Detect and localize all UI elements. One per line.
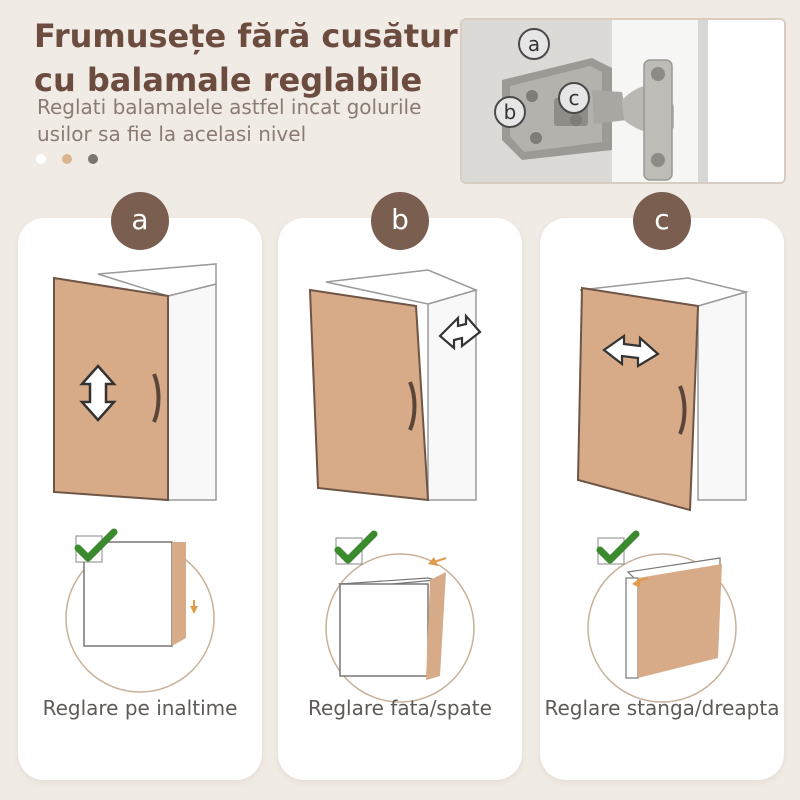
detail-circle [325,530,475,703]
card-depth-adjust: b Reglare fata/spate [278,192,522,780]
label-a: a [518,28,550,60]
caption-height: Reglare pe inaltime [42,696,238,720]
card-height-adjust: a Reglare pe inaltime [18,192,262,780]
swatch-oak [62,154,72,164]
check-icon [596,530,640,564]
cabinet-illustration [308,269,482,502]
cabinet-illustration [53,263,217,502]
swatch-white [36,154,46,164]
subtitle-line-1: Reglati balamalele astfel incat golurile [37,95,422,119]
title-line-2: cu balamale reglabile [34,61,423,99]
page-title: Frumusețe fără cusături cu balamale regl… [34,14,469,102]
badge-a: a [111,192,169,250]
swatch-grey [88,154,98,164]
svg-text:c: c [569,86,580,110]
subtitle-line-2: usilor sa fie la acelasi nivel [37,122,307,146]
detail-circle [587,530,737,703]
hinge-photo: a b c [460,18,786,184]
card-side-adjust: c Reglare stanga/dreapta [540,192,784,780]
badge-c: c [633,192,691,250]
label-b: b [494,96,526,128]
badge-b: b [371,192,429,250]
caption-side: Reglare stanga/dreapta [544,696,780,720]
label-c: c [558,82,590,114]
subtitle: Reglati balamalele astfel incat golurile… [37,94,421,148]
caption-depth: Reglare fata/spate [308,696,492,720]
detail-circle [65,528,215,693]
svg-text:a: a [528,32,540,56]
check-icon [74,528,118,562]
check-icon [334,530,378,564]
color-swatches [36,154,98,164]
title-line-1: Frumusețe fără cusături [34,17,469,55]
svg-text:b: b [504,100,517,124]
cabinet-illustration [576,277,749,512]
